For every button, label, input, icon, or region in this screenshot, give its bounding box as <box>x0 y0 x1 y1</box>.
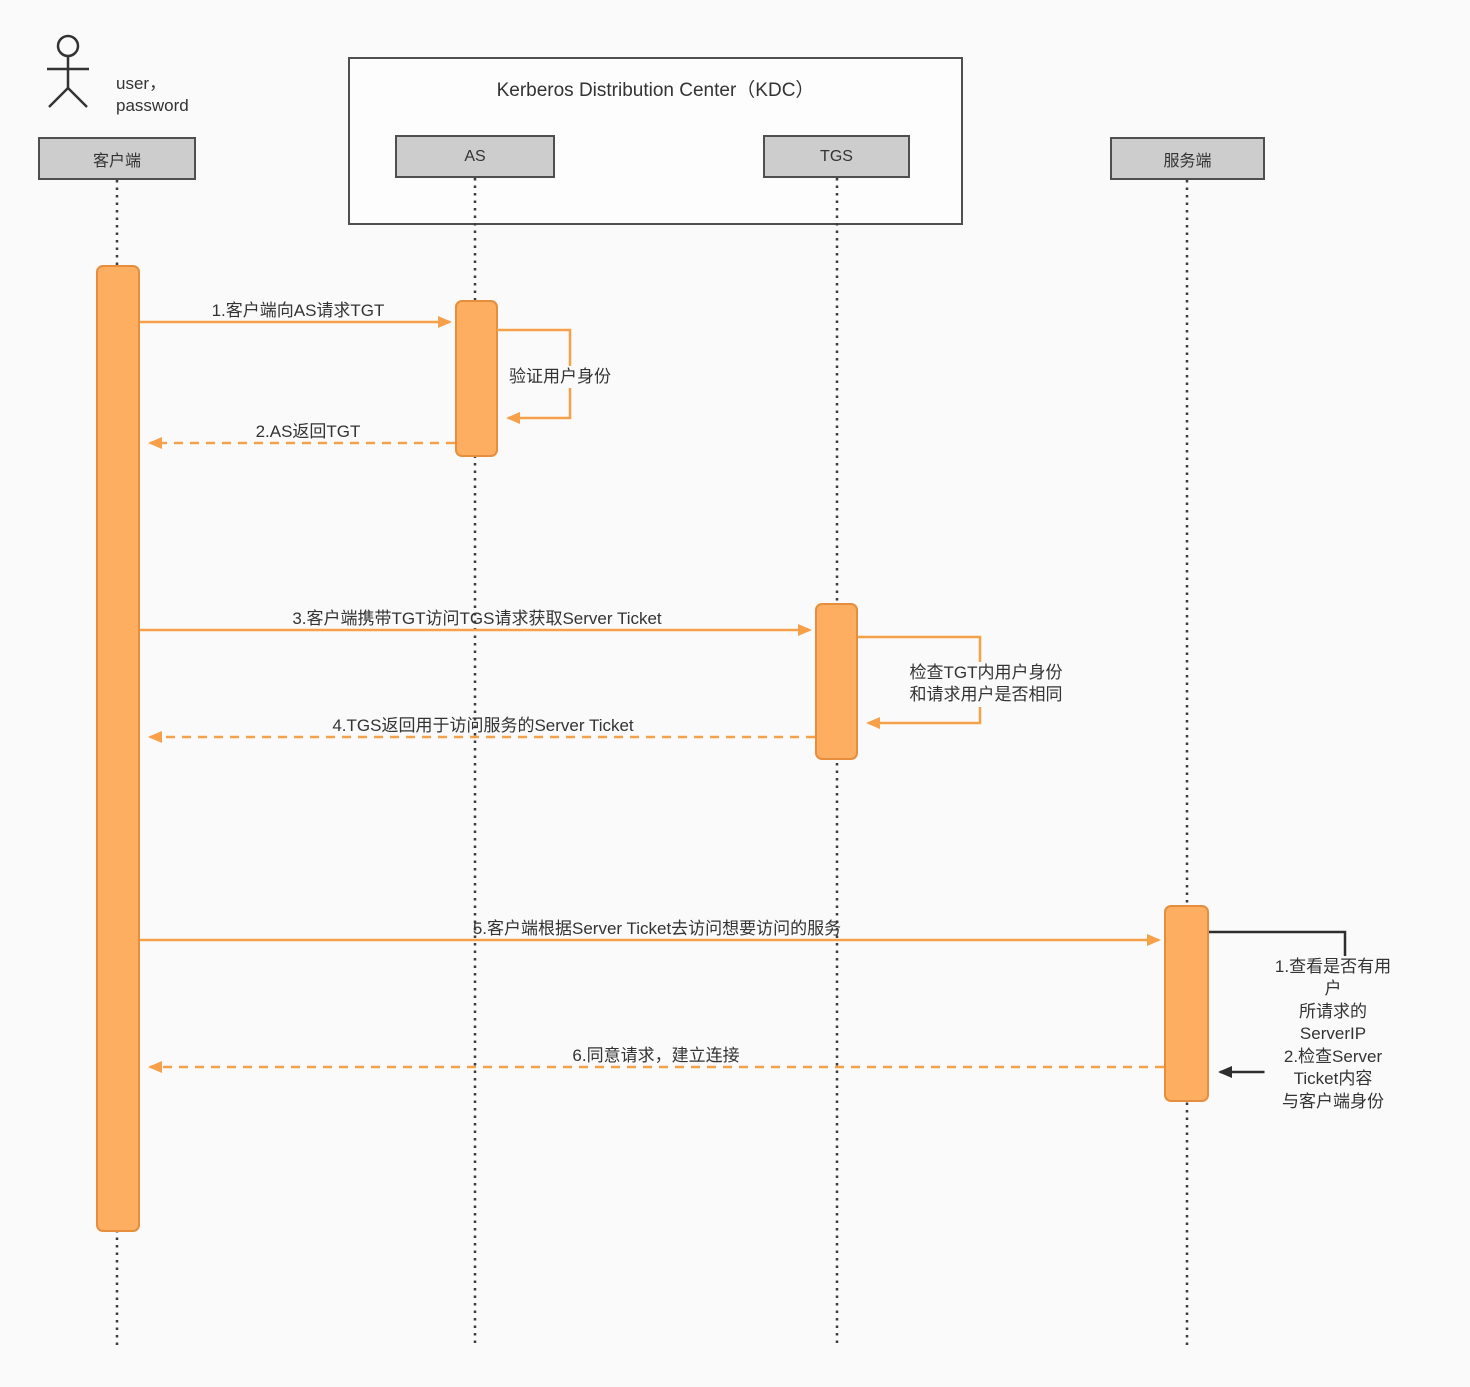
message-3-label: 3.客户端携带TGT访问TGS请求获取Server Ticket <box>292 609 662 628</box>
actor-icon <box>47 34 89 108</box>
as-self-loop-label: 验证用户身份 <box>506 366 614 389</box>
activation-bar-client <box>96 265 140 1232</box>
tgs-self-loop-label: 检查TGT内用户身份 和请求用户是否相同 <box>906 662 1066 707</box>
activation-bar-server <box>1164 905 1209 1102</box>
lifeline-header-as: AS <box>395 135 555 178</box>
activation-bar-tgs <box>815 603 858 760</box>
message-5-label: 5.客户端根据Server Ticket去访问想要访问的服务 <box>472 919 842 938</box>
message-4-label: 4.TGS返回用于访问服务的Server Ticket <box>332 716 634 735</box>
actor-label: user， password <box>116 74 189 116</box>
message-6-label: 6.同意请求，建立连接 <box>572 1046 740 1065</box>
lifeline-header-server: 服务端 <box>1110 137 1265 180</box>
activation-bar-as <box>455 300 498 457</box>
message-1-label: 1.客户端向AS请求TGT <box>211 301 385 320</box>
kdc-title: Kerberos Distribution Center（KDC） <box>496 80 815 101</box>
lifeline-header-client: 客户端 <box>38 137 196 180</box>
message-2-label: 2.AS返回TGT <box>255 422 361 441</box>
lifeline-header-tgs: TGS <box>763 135 910 178</box>
server-self-loop-label: 1.查看是否有用户 所请求的ServerIP 2.检查Server Ticket… <box>1264 956 1402 1114</box>
